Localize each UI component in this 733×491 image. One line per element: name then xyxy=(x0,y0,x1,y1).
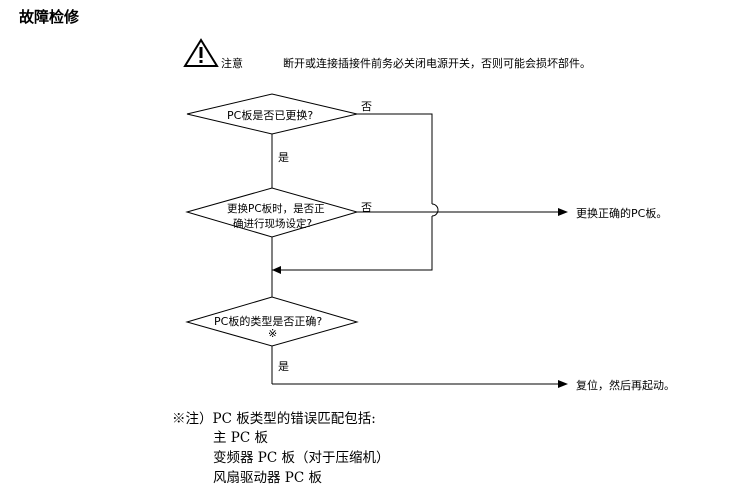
decision-1-text: PC板是否已更换? xyxy=(227,109,314,122)
decision-3-diamond xyxy=(185,296,359,347)
page-title: 故障检修 xyxy=(19,8,80,26)
decision-3-yes-label: 是 xyxy=(278,360,289,373)
arrow-head xyxy=(558,380,568,388)
arrow-head xyxy=(558,208,568,216)
decision-3-text: PC板的类型是否正确? xyxy=(214,315,323,328)
warning-label: 注意 xyxy=(221,57,243,70)
note-item: 主 PC 板 xyxy=(213,430,268,446)
decision-2-text-line2: 确进行现场设定? xyxy=(233,218,313,230)
decision-1-no-label: 否 xyxy=(361,100,372,113)
decision-2-no-label: 否 xyxy=(361,201,372,214)
arrow-head xyxy=(272,266,281,274)
result-reset-restart: 复位，然后再起动。 xyxy=(576,379,675,392)
note-item: 变频器 PC 板（对于压缩机） xyxy=(213,450,390,466)
warning-triangle-icon xyxy=(183,38,219,67)
note-item: 风扇驱动器 PC 板 xyxy=(213,470,322,486)
result-replace-pcb: 更换正确的PC板。 xyxy=(576,207,668,220)
decision-3-note-mark: ※ xyxy=(268,327,278,340)
decision-1-yes-label: 是 xyxy=(278,151,289,164)
decision-2-text-line1: 更换PC板时，是否正 xyxy=(227,203,325,215)
note-heading: ※注）PC 板类型的错误匹配包括: xyxy=(172,411,376,427)
warning-text: 断开或连接插接件前务必关闭电源开关，否则可能会损坏部件。 xyxy=(283,57,591,70)
